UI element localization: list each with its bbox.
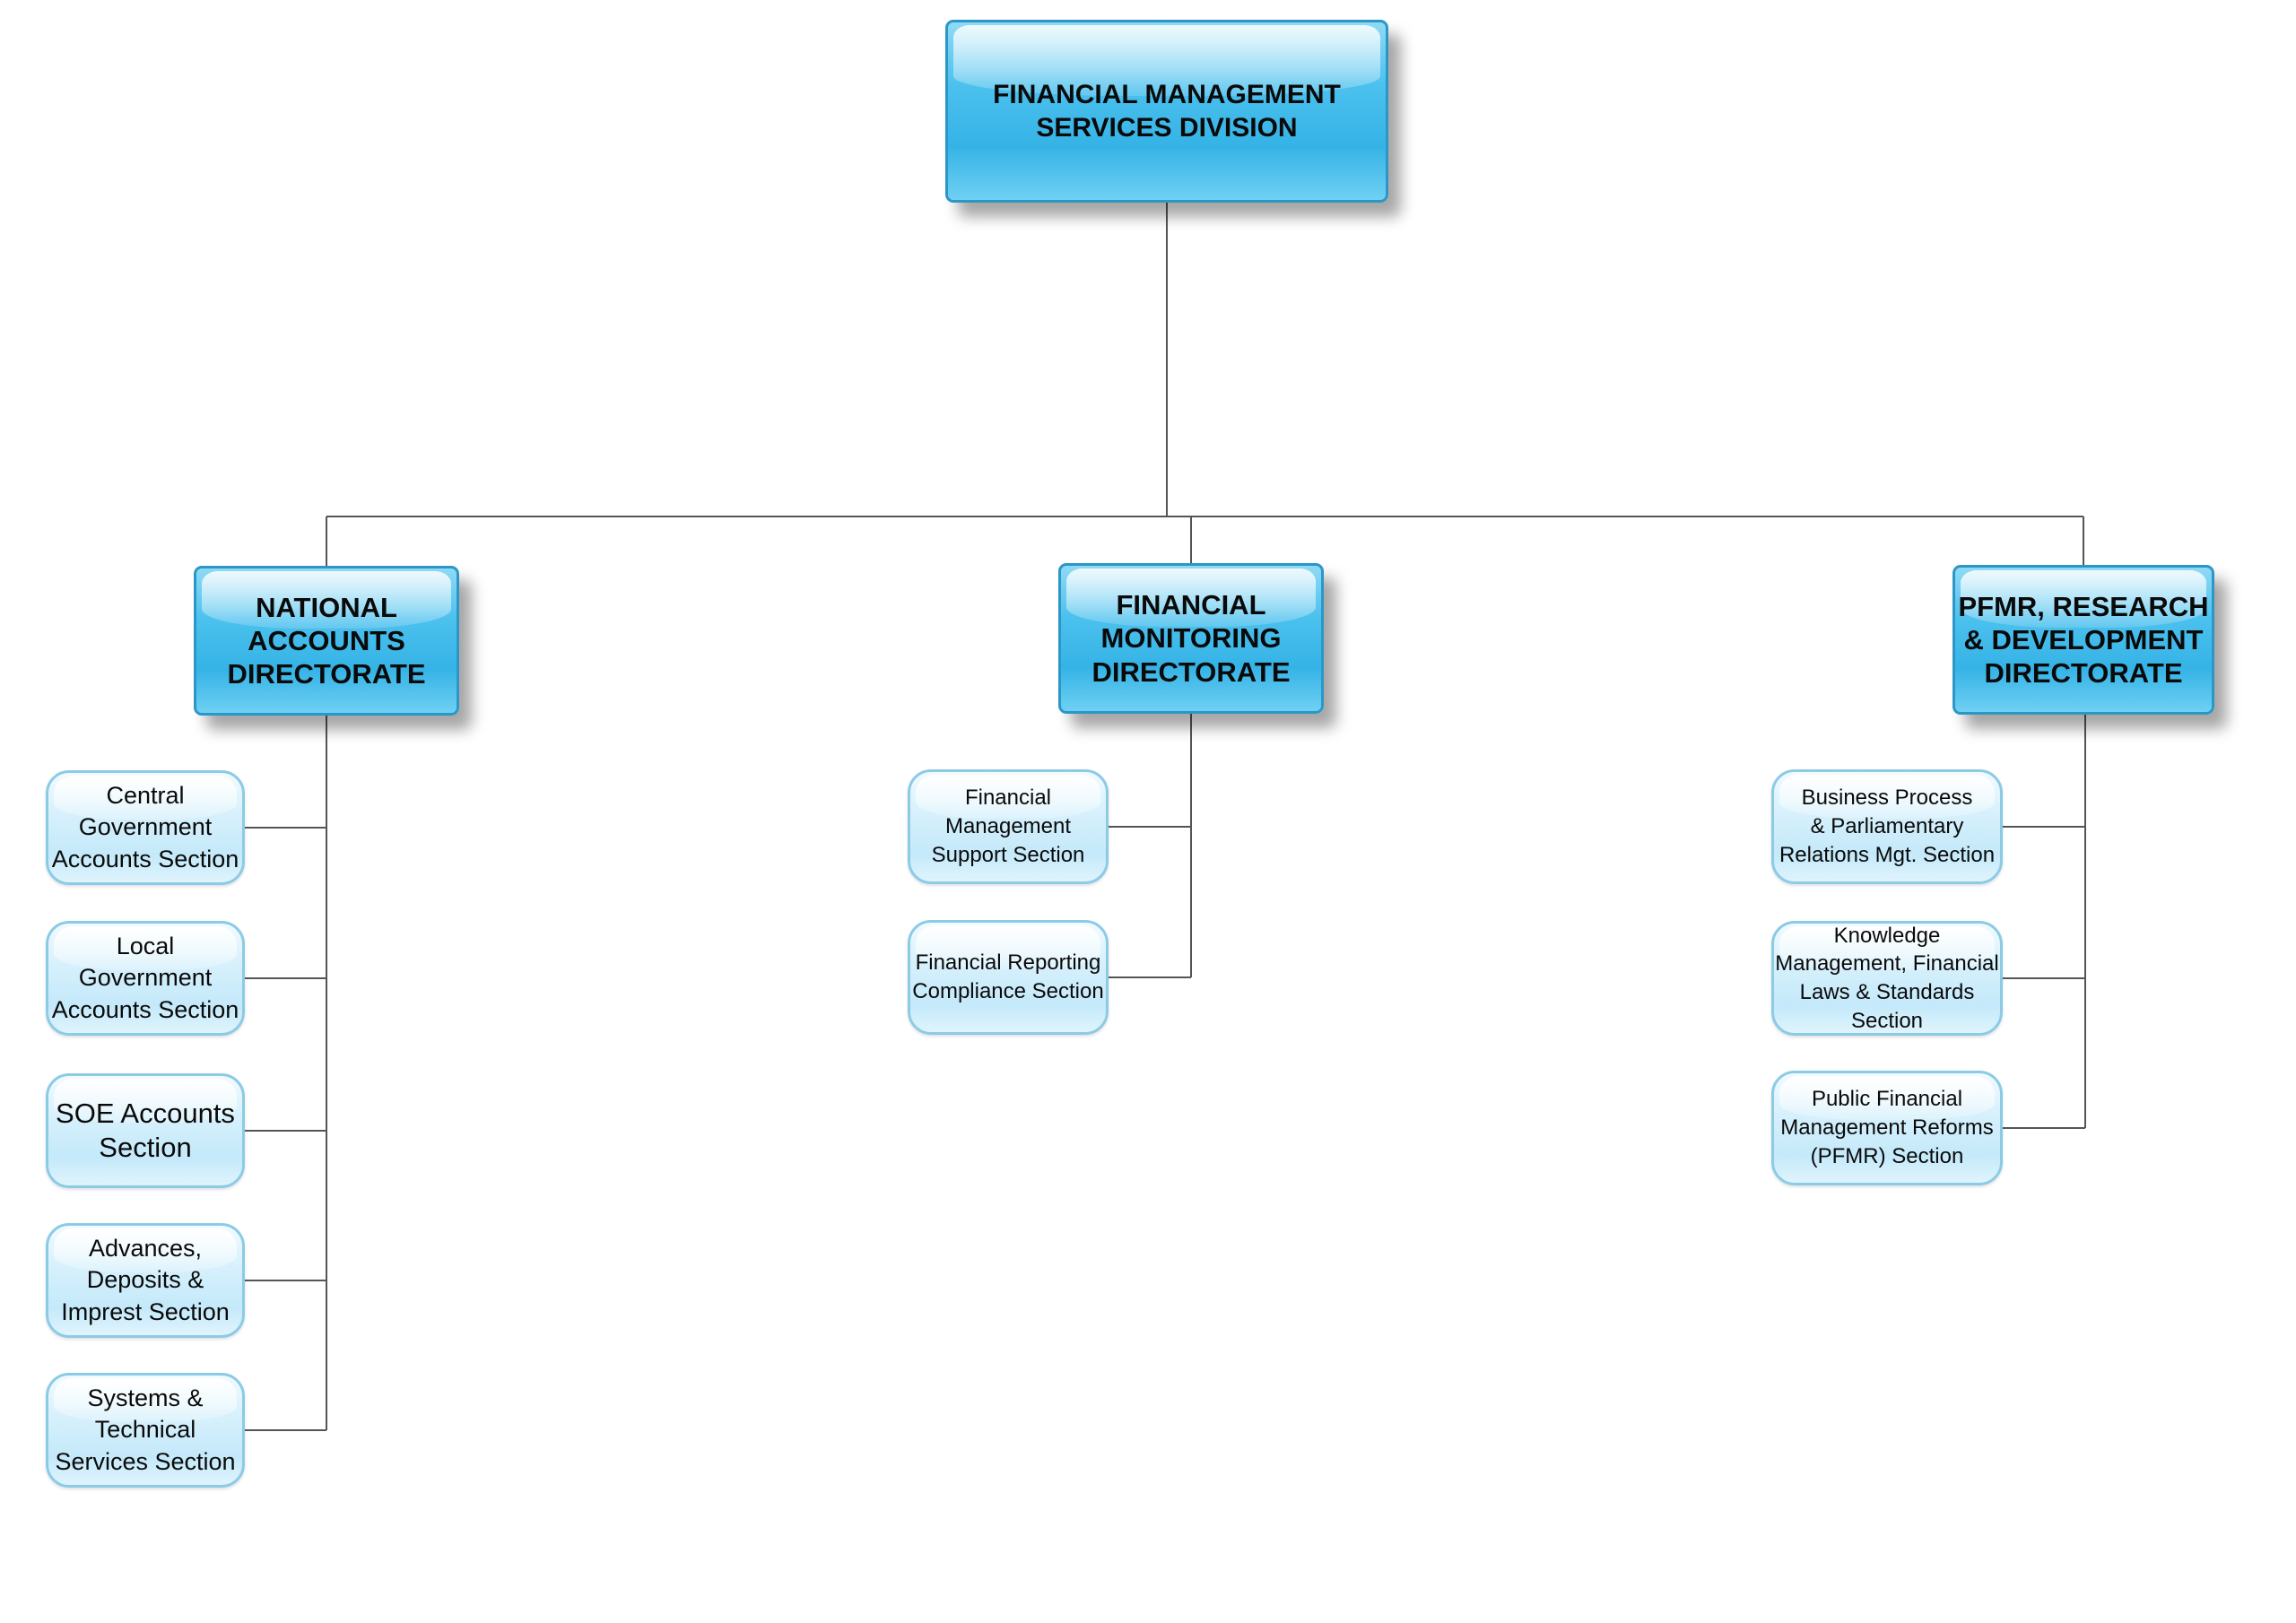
section-label: Business Process & Parliamentary Relatio… — [1779, 785, 1996, 867]
section-label: Local Government Accounts Section — [51, 932, 239, 1023]
directorate-national-accounts: NATIONAL ACCOUNTS DIRECTORATE — [194, 566, 459, 716]
section-local-government-accounts: Local Government Accounts Section — [46, 921, 245, 1036]
section-label: Financial Management Support Section — [931, 785, 1085, 867]
directorate-pfmr-research: PFMR, RESEARCH & DEVELOPMENT DIRECTORATE — [1952, 565, 2214, 715]
section-systems-technical-services: Systems & Technical Services Section — [46, 1373, 245, 1488]
division-label: FINANCIAL MANAGEMENT SERVICES DIVISION — [993, 79, 1341, 143]
directorate-label: PFMR, RESEARCH & DEVELOPMENT DIRECTORATE — [1958, 590, 2209, 690]
section-label: SOE Accounts Section — [56, 1098, 235, 1163]
directorate-label: FINANCIAL MONITORING DIRECTORATE — [1091, 589, 1291, 688]
section-knowledge-management-laws: Knowledge Management, Financial Laws & S… — [1771, 921, 2003, 1036]
section-label: Public Financial Management Reforms (PFM… — [1780, 1087, 1994, 1168]
section-advances-deposits-imprest: Advances, Deposits & Imprest Section — [46, 1223, 245, 1338]
directorate-label: NATIONAL ACCOUNTS DIRECTORATE — [227, 591, 426, 690]
section-label: Knowledge Management, Financial Laws & S… — [1775, 923, 1999, 1033]
section-label: Advances, Deposits & Imprest Section — [61, 1234, 230, 1325]
section-central-government-accounts: Central Government Accounts Section — [46, 770, 245, 885]
section-label: Central Government Accounts Section — [51, 781, 239, 872]
section-financial-reporting-compliance: Financial Reporting Compliance Section — [908, 920, 1109, 1035]
directorate-financial-monitoring: FINANCIAL MONITORING DIRECTORATE — [1058, 563, 1324, 714]
section-soe-accounts: SOE Accounts Section — [46, 1073, 245, 1188]
division-box: FINANCIAL MANAGEMENT SERVICES DIVISION — [945, 20, 1388, 203]
section-financial-management-support: Financial Management Support Section — [908, 769, 1109, 884]
section-label: Systems & Technical Services Section — [55, 1384, 236, 1475]
section-label: Financial Reporting Compliance Section — [912, 950, 1104, 1003]
section-public-financial-management-reforms: Public Financial Management Reforms (PFM… — [1771, 1071, 2003, 1185]
section-business-process-parliamentary: Business Process & Parliamentary Relatio… — [1771, 769, 2003, 884]
